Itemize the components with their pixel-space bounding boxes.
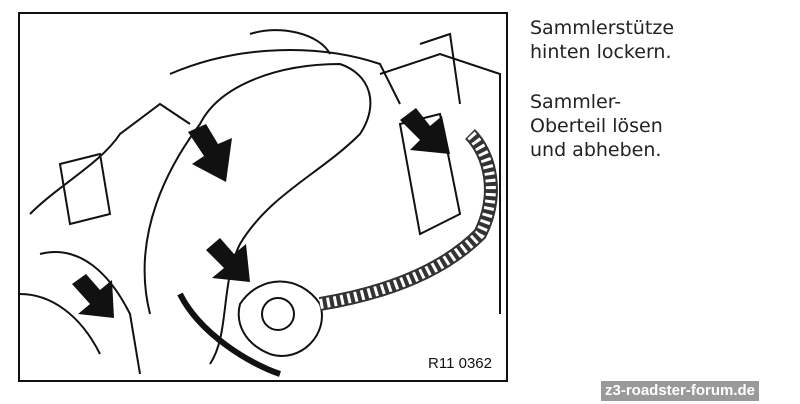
instruction-remove-upper-part: Sammler- Oberteil lösen und abheben. bbox=[530, 90, 663, 162]
instruction-line: hinten lockern. bbox=[530, 41, 672, 63]
instruction-line: Sammlerstütze bbox=[530, 17, 675, 39]
arrow-icons bbox=[72, 108, 450, 318]
instruction-line: Oberteil lösen bbox=[530, 115, 663, 137]
watermark: z3-roadster-forum.de bbox=[601, 381, 760, 401]
arrow-icon bbox=[400, 108, 450, 154]
arrow-icon bbox=[206, 238, 250, 282]
figure-reference: R11 0362 bbox=[428, 355, 492, 372]
instruction-line: Sammler- bbox=[530, 91, 622, 113]
arrow-icon bbox=[188, 124, 232, 182]
instruction-line: und abheben. bbox=[530, 139, 662, 161]
engine-line-drawing bbox=[20, 29, 501, 377]
arrow-icon bbox=[72, 274, 114, 318]
engine-intake-manifold-illustration: R11 0362 bbox=[18, 12, 508, 382]
instruction-loosen-support: Sammlerstütze hinten lockern. bbox=[530, 16, 674, 64]
